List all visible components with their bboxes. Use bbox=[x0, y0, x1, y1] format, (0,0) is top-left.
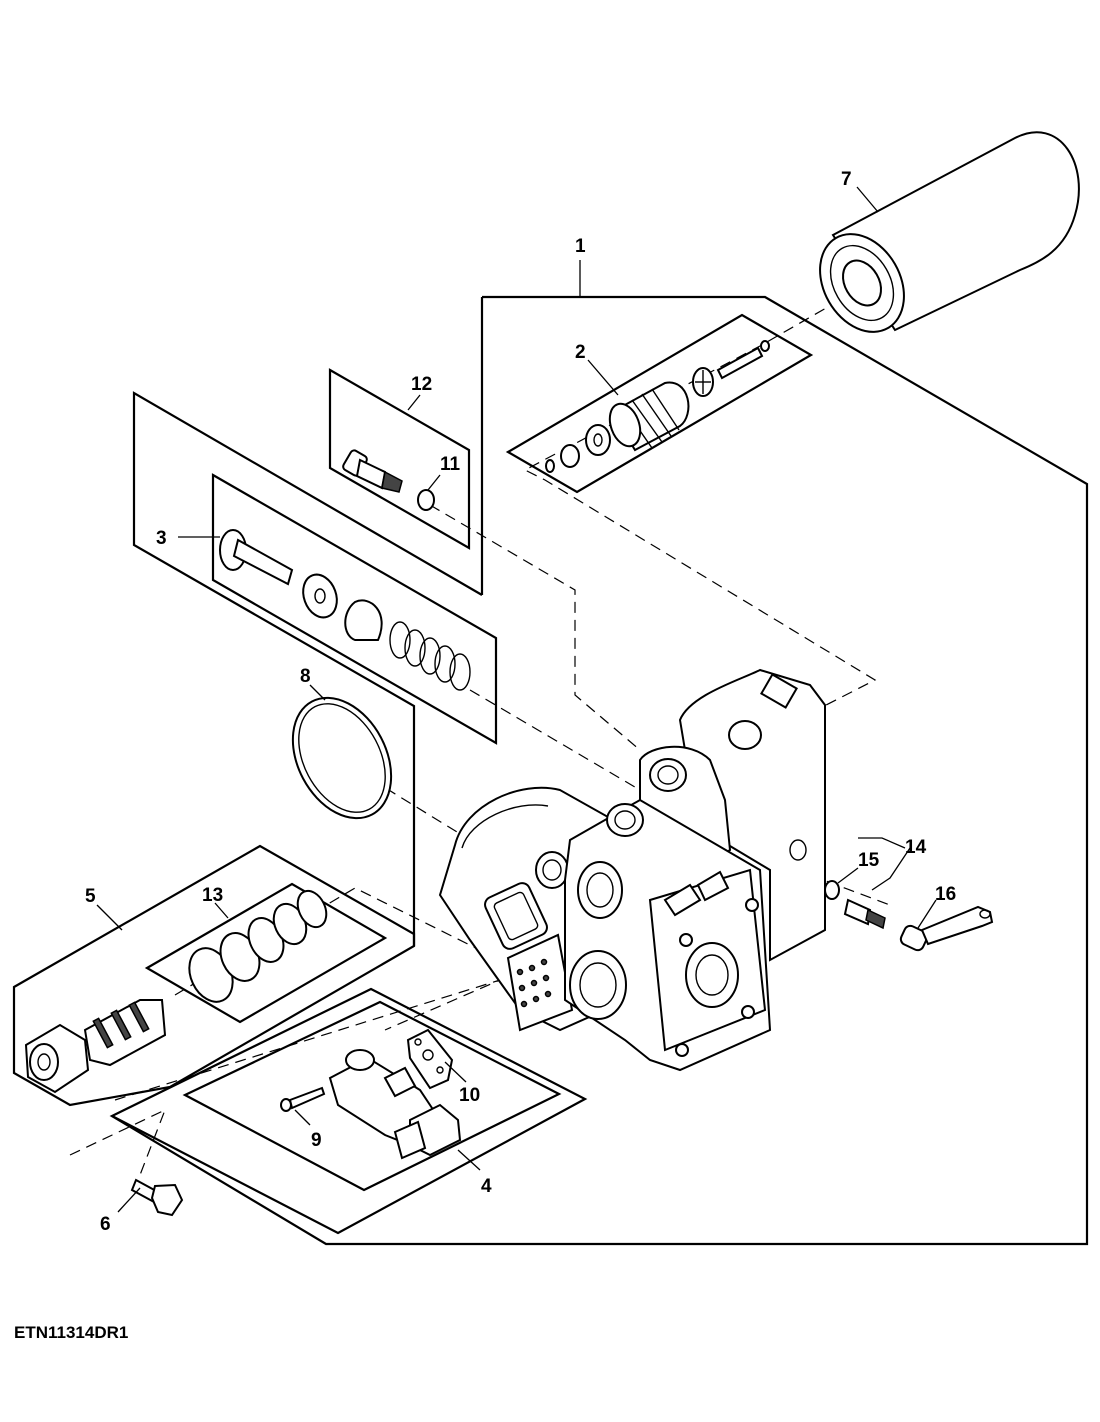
cap-part-16 bbox=[899, 905, 994, 952]
pump-body bbox=[438, 668, 826, 1072]
centerline-6 bbox=[69, 1108, 167, 1176]
group-frame-12 bbox=[328, 368, 471, 550]
cartridge-part-5 bbox=[24, 999, 167, 1094]
callout-1: 1 bbox=[575, 236, 586, 257]
orings-part-13 bbox=[188, 889, 328, 1003]
callout-10: 10 bbox=[459, 1085, 480, 1106]
callout-12: 12 bbox=[411, 374, 432, 395]
callout-11: 11 bbox=[440, 454, 461, 475]
oring-part-11 bbox=[417, 489, 435, 511]
callout-9: 9 bbox=[311, 1130, 322, 1151]
leader-12 bbox=[407, 394, 421, 411]
leader-2 bbox=[587, 359, 619, 396]
centerline-11 bbox=[429, 504, 641, 751]
callout-2: 2 bbox=[575, 342, 586, 363]
leader-5 bbox=[96, 904, 123, 931]
valve-parts-2 bbox=[545, 340, 770, 473]
leader-16 bbox=[917, 899, 937, 929]
leader-14-bracket bbox=[858, 837, 906, 849]
figure-code: ETN11314DR1 bbox=[14, 1323, 128, 1342]
group-frame-3-inner bbox=[211, 473, 498, 745]
group-frame-5 bbox=[12, 844, 416, 1107]
centerline-7 bbox=[523, 299, 877, 791]
leader-11 bbox=[427, 474, 441, 491]
callout-4: 4 bbox=[481, 1176, 492, 1197]
screw-part-9 bbox=[280, 1086, 326, 1112]
centerline-3 bbox=[469, 689, 641, 791]
oring-part-15 bbox=[824, 880, 840, 900]
assembly-frame-1 bbox=[111, 295, 1089, 1246]
solenoid-part-4 bbox=[328, 1028, 462, 1160]
bolt-part-6 bbox=[130, 1178, 184, 1217]
leader-15 bbox=[837, 867, 859, 884]
leader-6 bbox=[117, 1187, 141, 1213]
leader-4 bbox=[457, 1149, 481, 1171]
oring-part-8 bbox=[291, 696, 393, 820]
sensor-part-12 bbox=[342, 449, 403, 493]
callout-15: 15 bbox=[858, 850, 880, 871]
group-frame-3-outer bbox=[132, 391, 483, 946]
leader-13 bbox=[214, 902, 229, 919]
leader-8 bbox=[309, 684, 326, 701]
callout-5: 5 bbox=[85, 886, 96, 907]
callout-8: 8 bbox=[300, 666, 311, 687]
callout-16: 16 bbox=[935, 884, 956, 905]
callout-14: 14 bbox=[905, 837, 927, 858]
leader-10 bbox=[444, 1061, 467, 1083]
leader-7 bbox=[856, 186, 879, 213]
callout-6: 6 bbox=[100, 1214, 111, 1235]
valve-parts-3 bbox=[219, 529, 471, 691]
group-frame-13 bbox=[144, 882, 388, 1024]
leader-14 bbox=[871, 847, 911, 891]
centerline-14 bbox=[809, 874, 891, 906]
group-frame-4-outer bbox=[109, 987, 588, 1235]
filter-part-7 bbox=[819, 131, 1080, 333]
leader-9 bbox=[294, 1109, 311, 1126]
fitting-part-14 bbox=[843, 898, 886, 930]
callout-3: 3 bbox=[156, 528, 167, 549]
callout-7: 7 bbox=[841, 169, 852, 190]
group-frame-2 bbox=[505, 313, 814, 494]
group-frame-4-inner bbox=[182, 1000, 562, 1192]
callout-13: 13 bbox=[202, 885, 223, 906]
